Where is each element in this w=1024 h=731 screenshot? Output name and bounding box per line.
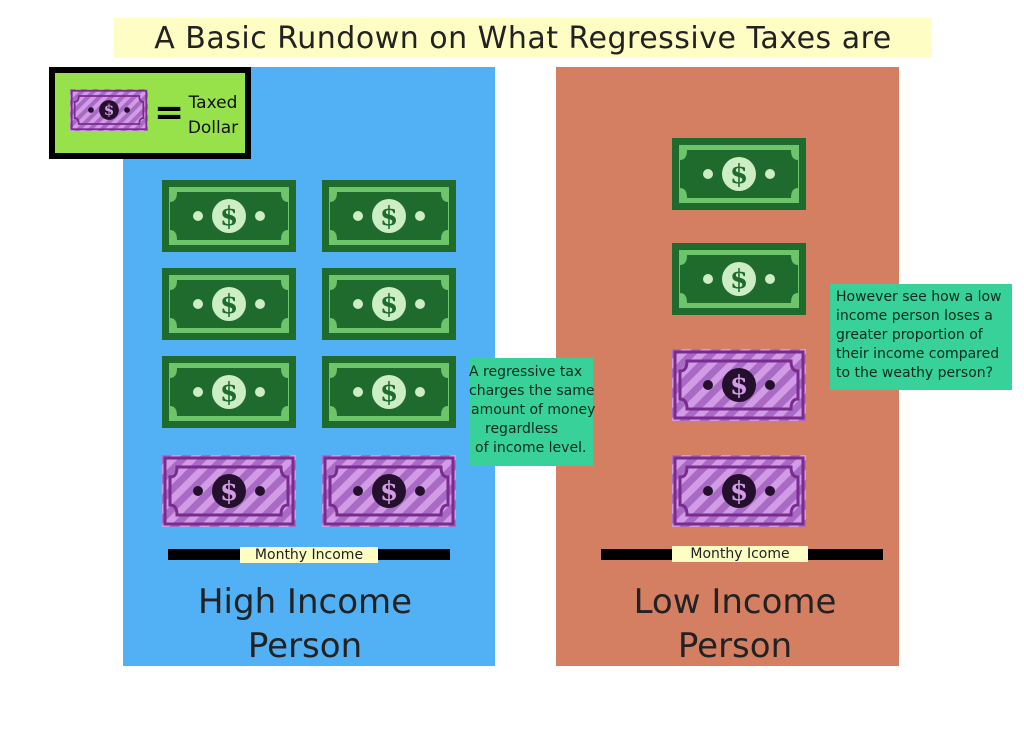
low-income-person-label: Low Income Person: [600, 580, 870, 668]
note-line: A regressive tax: [469, 364, 583, 380]
regressive-tax-note: A regressive tax charges the same amount…: [469, 358, 596, 466]
note-line: greater proportion of: [836, 327, 983, 343]
note-line: of income level.: [475, 440, 587, 456]
dollar-bill-icon: [162, 268, 296, 340]
dollar-bill-icon: [322, 356, 456, 428]
high-income-label-line2: Person: [247, 626, 363, 666]
taxed-dollar-bill-icon: [672, 349, 806, 421]
high-income-monthly-label: Monthy Income: [240, 547, 378, 563]
note-line: income person loses a: [836, 308, 993, 324]
taxed-dollar-bill-icon: [70, 89, 148, 131]
note-line: their income compared: [836, 346, 1000, 362]
note-line: However see how a low: [836, 289, 1002, 305]
proportion-note: However see how a low income person lose…: [830, 284, 1012, 390]
dollar-bill-icon: [162, 180, 296, 252]
dollar-bill-icon: [322, 180, 456, 252]
dollar-bill-icon: [162, 356, 296, 428]
note-line: amount of money: [471, 402, 596, 418]
taxed-dollar-bill-icon: [322, 455, 456, 527]
dollar-bill-icon: [672, 138, 806, 210]
legend-box: = Taxed Dollar: [49, 67, 251, 159]
note-line: to the weathy person?: [836, 365, 994, 381]
title-text: A Basic Rundown on What Regressive Taxes…: [154, 20, 892, 56]
low-income-label-line2: Person: [677, 626, 793, 666]
low-income-monthly-label: Monthy Icome: [672, 546, 808, 562]
legend-label-line2: Dollar: [187, 118, 239, 138]
taxed-dollar-bill-icon: [162, 455, 296, 527]
dollar-bill-icon: [672, 243, 806, 315]
page-title: A Basic Rundown on What Regressive Taxes…: [114, 18, 932, 58]
dollar-bill-icon: [322, 268, 456, 340]
high-income-person-label: High Income Person: [170, 580, 440, 668]
legend-label-line1: Taxed: [188, 93, 238, 113]
low-income-label-line1: Low Income: [633, 582, 837, 622]
note-line: charges the same: [469, 383, 595, 399]
taxed-dollar-bill-icon: [672, 455, 806, 527]
note-line: regardless: [485, 421, 559, 437]
legend-label: Taxed Dollar: [181, 91, 245, 141]
high-income-label-line1: High Income: [197, 582, 413, 622]
legend-equals: =: [154, 92, 185, 133]
